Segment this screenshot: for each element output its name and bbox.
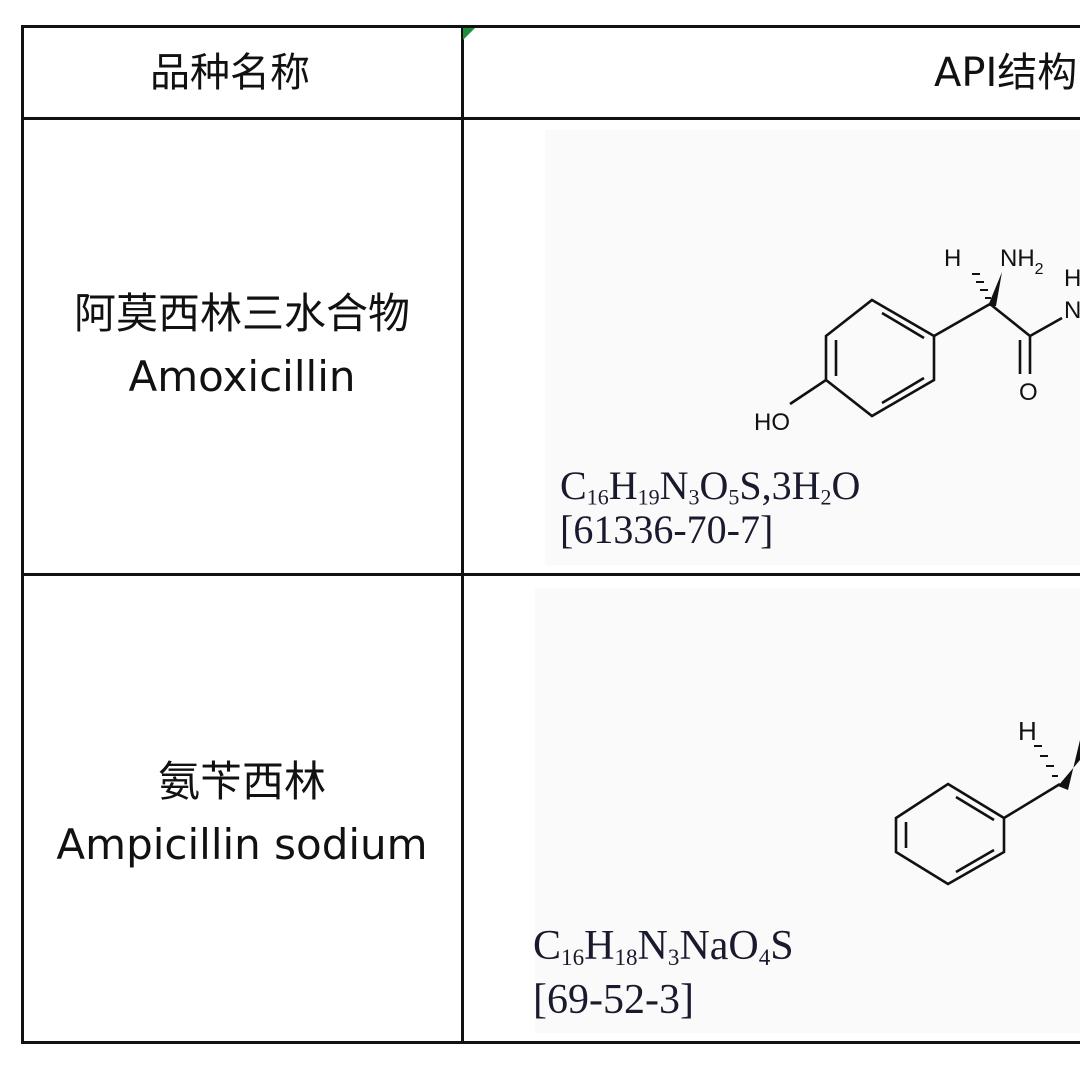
table-border-top [22, 25, 1080, 28]
wedge-bond [988, 272, 1002, 306]
hash-bond [972, 273, 991, 299]
hash-bond [1034, 745, 1058, 777]
row2-cas-number: [69-52-3] [533, 977, 694, 1023]
table-divider-row [22, 573, 1080, 576]
benzene-ring [894, 782, 1061, 886]
row1-name-cn: 阿莫西林三水合物 [73, 289, 410, 338]
row2-formula: C16H18N3NaO4S [533, 923, 794, 970]
atom-o: O [1019, 379, 1038, 406]
atom-h-partial: H [1064, 265, 1080, 292]
table-column-divider [461, 25, 464, 1044]
row2-name: 氨苄西林 Ampicillin sodium [22, 750, 462, 876]
atom-nh2: NH2 [1000, 245, 1044, 278]
wedge-bond [1058, 740, 1080, 790]
row1-formula: C16H19N3O5S,3H2O [560, 463, 861, 510]
table-border-left [21, 25, 24, 1044]
row2-name-en: Ampicillin sodium [56, 820, 428, 869]
row1-cas-number: [61336-70-7] [560, 507, 774, 552]
table-border-bottom [22, 1041, 1080, 1044]
atom-ho: HO [754, 409, 790, 436]
header-name: 品种名称 [150, 50, 310, 96]
atom-h: H [944, 245, 961, 272]
table-divider-header [22, 117, 1080, 120]
benzene-ring [789, 298, 1063, 418]
cell-marker [463, 28, 475, 40]
row2-name-cn: 氨苄西林 [157, 757, 326, 806]
row1-structure-image-bg [545, 130, 1080, 565]
atom-h: H [1018, 716, 1037, 746]
row1-name: 阿莫西林三水合物 Amoxicillin [22, 282, 462, 408]
row1-name-en: Amoxicillin [128, 352, 356, 401]
atom-n-partial: N [1064, 297, 1080, 324]
header-api-structure: API结构 [934, 50, 1078, 96]
